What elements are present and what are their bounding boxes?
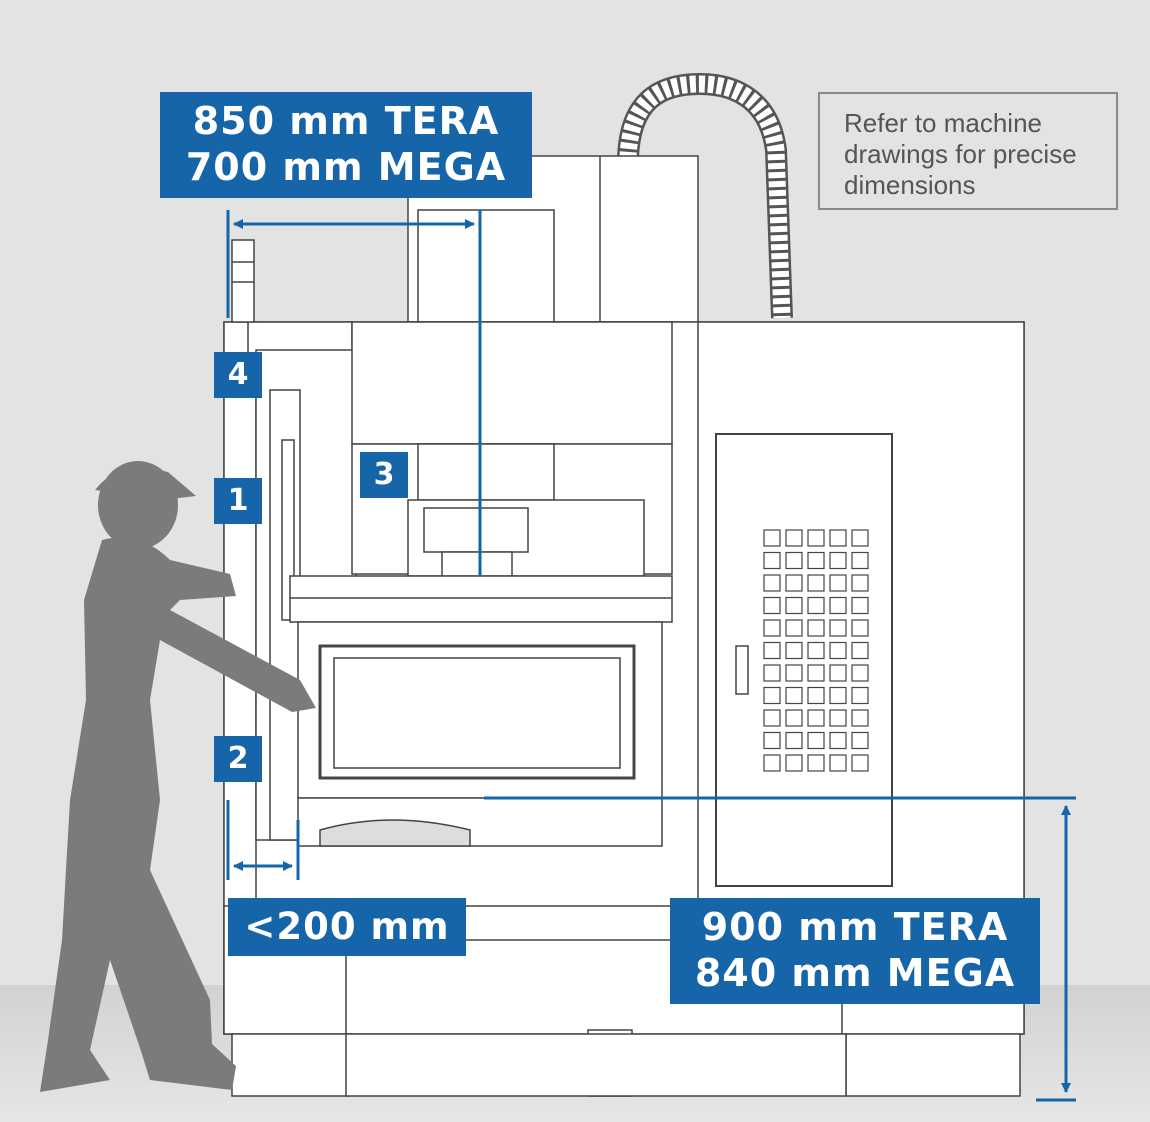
control-key: [807, 596, 825, 615]
control-key: [851, 619, 869, 637]
signal-tower: [231, 239, 255, 323]
control-key: [763, 551, 781, 570]
width-mega: 700 mm MEGA: [185, 145, 507, 189]
control-key: [763, 686, 781, 705]
control-key: [851, 641, 869, 660]
control-key: [785, 664, 803, 682]
control-key: [851, 664, 869, 682]
control-key: [829, 641, 847, 660]
control-key: [829, 731, 847, 750]
control-key: [829, 754, 847, 772]
callout-3: 3: [360, 452, 408, 498]
control-key: [785, 596, 803, 615]
control-key: [807, 731, 825, 750]
person-silhouette: [40, 461, 316, 1092]
control-key: [785, 641, 803, 660]
control-key: [851, 551, 869, 570]
control-key: [785, 551, 803, 570]
control-key: [763, 529, 781, 547]
control-key: [829, 596, 847, 615]
control-key: [807, 641, 825, 660]
control-key: [829, 551, 847, 570]
control-key: [829, 619, 847, 637]
door-clearance-label: <200 mm: [228, 898, 466, 956]
control-key: [785, 619, 803, 637]
control-key: [763, 574, 781, 592]
control-panel-keys: [763, 529, 869, 772]
control-key: [851, 686, 869, 705]
control-key: [851, 596, 869, 615]
control-key: [851, 529, 869, 547]
control-key: [807, 754, 825, 772]
control-key: [807, 574, 825, 592]
control-key: [829, 709, 847, 727]
precision-note: Refer to machine drawings for precise di…: [818, 92, 1118, 210]
control-key: [763, 709, 781, 727]
cnc-machine: [223, 72, 1025, 1097]
control-key: [807, 529, 825, 547]
control-key: [807, 686, 825, 705]
control-key: [851, 731, 869, 750]
width-dimension-label: 850 mm TERA 700 mm MEGA: [160, 92, 532, 198]
callout-4: 4: [214, 352, 262, 398]
control-key: [807, 709, 825, 727]
control-key: [785, 529, 803, 547]
control-key: [763, 641, 781, 660]
control-key: [785, 686, 803, 705]
control-key: [829, 529, 847, 547]
width-tera: 850 mm TERA: [192, 99, 500, 143]
callout-1: 1: [214, 478, 262, 524]
note-line-3: dimensions: [844, 170, 976, 200]
control-key: [785, 731, 803, 750]
control-key: [763, 731, 781, 750]
control-key: [763, 619, 781, 637]
control-key: [807, 551, 825, 570]
control-key: [763, 596, 781, 615]
control-key: [829, 686, 847, 705]
control-key: [763, 664, 781, 682]
dimension-lines: [226, 210, 1076, 1102]
height-mega: 840 mm MEGA: [694, 951, 1016, 995]
control-panel: [715, 433, 893, 887]
control-key: [807, 664, 825, 682]
control-key: [785, 574, 803, 592]
control-key: [829, 664, 847, 682]
control-key: [785, 709, 803, 727]
control-key: [763, 754, 781, 772]
note-line-1: Refer to machine: [844, 108, 1042, 138]
control-key: [807, 619, 825, 637]
note-line-2: drawings for precise: [844, 139, 1077, 169]
control-key: [785, 754, 803, 772]
callout-2: 2: [214, 736, 262, 782]
control-key: [851, 574, 869, 592]
control-key: [829, 574, 847, 592]
control-key: [851, 709, 869, 727]
height-tera: 900 mm TERA: [701, 905, 1009, 949]
control-key: [851, 754, 869, 772]
table-height-label: 900 mm TERA 840 mm MEGA: [670, 898, 1040, 1004]
